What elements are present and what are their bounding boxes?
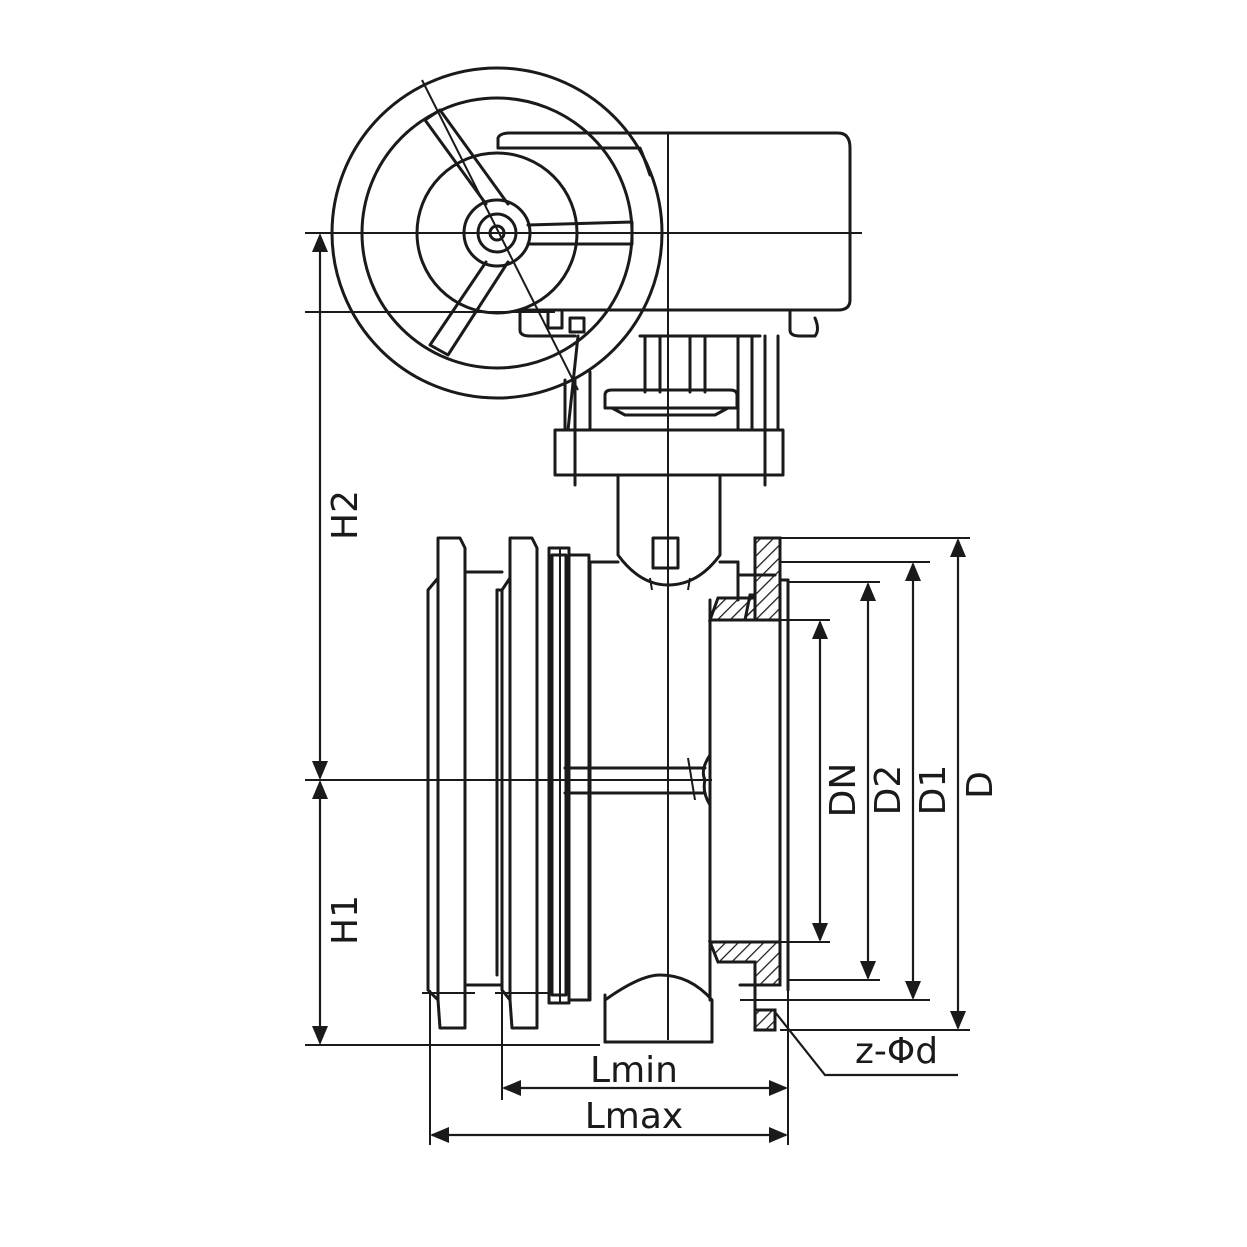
dimension-h2 xyxy=(312,233,328,780)
dimension-h1 xyxy=(312,780,328,1045)
dismantling-joint xyxy=(422,536,591,1030)
dimension-d xyxy=(780,537,970,1031)
label-d2: D2 xyxy=(868,765,909,816)
label-h1: H1 xyxy=(325,895,366,945)
valve-body xyxy=(563,560,782,1044)
flange-section xyxy=(707,536,790,1032)
dimension-d1 xyxy=(740,561,930,1001)
label-h2: H2 xyxy=(325,490,366,540)
bolt-hole-leader xyxy=(774,1011,958,1077)
centre-lines xyxy=(305,133,862,1046)
label-d: D xyxy=(960,771,1001,799)
label-d1: D1 xyxy=(913,765,954,816)
dimension-lmin xyxy=(501,990,789,1145)
label-lmin: Lmin xyxy=(590,1050,678,1091)
label-lmax: Lmax xyxy=(585,1096,684,1137)
gearbox xyxy=(496,131,852,432)
dimension-dn xyxy=(780,619,830,943)
label-dn: DN xyxy=(823,763,864,818)
dimension-lmax xyxy=(429,990,788,1145)
dimension-d2 xyxy=(788,581,880,981)
label-holes: z-Φd xyxy=(855,1031,938,1072)
